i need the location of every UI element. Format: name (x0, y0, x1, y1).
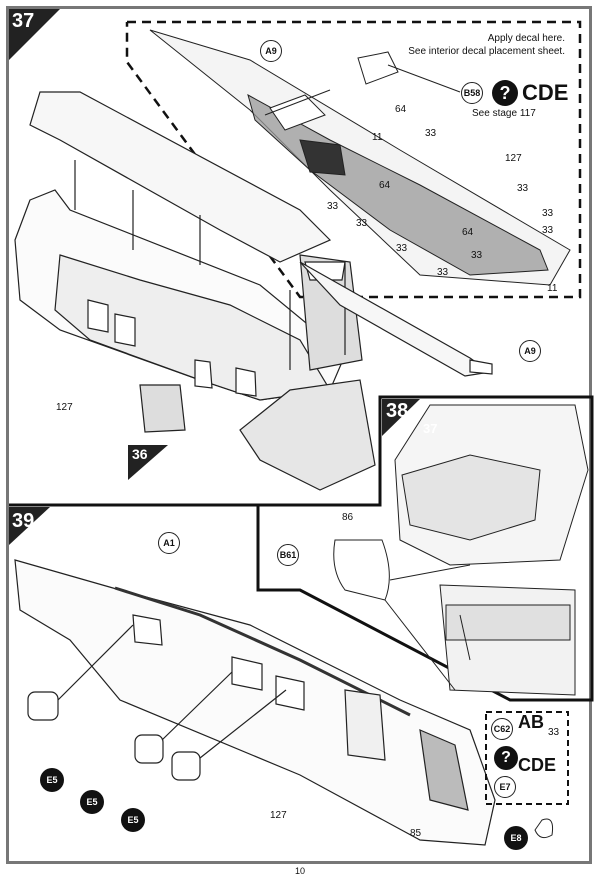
decal-note-line1: Apply decal here. (487, 33, 565, 44)
decal-127-a: 127 (505, 153, 522, 164)
decal-64-a: 64 (395, 104, 407, 115)
part-a1: A1 (158, 532, 180, 554)
question-icon-2: ? (494, 746, 518, 770)
floor-panel-drawing (149, 29, 571, 286)
paint-inset-border (485, 711, 569, 805)
decal-64-b: 64 (379, 180, 391, 191)
decal-11-a: 11 (372, 132, 383, 143)
decal-33-c: 33 (327, 201, 339, 212)
decal-127-c: 127 (270, 810, 287, 821)
step-37-header-bg (9, 9, 60, 60)
part-e7: E7 (494, 776, 516, 798)
part-e5-b: E5 (80, 790, 104, 814)
step-39-header-bg (9, 507, 50, 545)
decal-33-i: 33 (437, 267, 449, 278)
decal-33-h: 33 (471, 250, 483, 261)
decal-85: 85 (410, 828, 422, 839)
decal-127-b: 127 (56, 402, 73, 413)
question-icon: ? (492, 80, 518, 106)
step-37-ref: 37 (423, 421, 438, 436)
decal-33-d: 33 (542, 208, 554, 219)
decal-11-b: 11 (547, 283, 558, 294)
fuselage-step39-drawing (14, 559, 496, 846)
decal-33-b: 33 (517, 183, 529, 194)
paint-code-cde-2: CDE (518, 755, 557, 775)
paint-code-cde: CDE (522, 80, 569, 105)
part-c62: C62 (491, 718, 513, 740)
part-e5-a: E5 (40, 768, 64, 792)
decal-33-a: 33 (425, 128, 437, 139)
decal-64-c: 64 (462, 227, 474, 238)
step-37-number: 37 (12, 10, 35, 32)
step-38-number: 38 (386, 400, 409, 422)
decal-33-j: 33 (548, 727, 560, 738)
step-39-number: 39 (12, 510, 35, 532)
decal-86: 86 (342, 512, 354, 523)
step-38-border (256, 395, 594, 702)
decal-33-g: 33 (396, 243, 408, 254)
step-38-header-bg (382, 399, 420, 436)
page-number: 10 (294, 866, 305, 876)
part-a9-bottom: A9 (519, 340, 541, 362)
fuselage-step37-drawing (14, 91, 493, 491)
decal-33-e: 33 (356, 218, 368, 229)
part-e8: E8 (504, 826, 528, 850)
decal-inset-border (125, 20, 582, 299)
step-36-ref: 36 (132, 446, 148, 462)
decal-note-line2: See interior decal placement sheet. (408, 46, 565, 57)
part-b58: B58 (461, 82, 483, 104)
step-36-ref-bg (128, 445, 168, 480)
decal-note: Apply decal here. See interior decal pla… (380, 32, 565, 58)
part-e5-c: E5 (121, 808, 145, 832)
part-b61: B61 (277, 544, 299, 566)
cockpit-drawing (333, 404, 589, 696)
e8-part (534, 818, 553, 839)
paint-code-ab: AB (518, 712, 544, 732)
decal-33-f: 33 (542, 225, 554, 236)
part-a9-top: A9 (260, 40, 282, 62)
see-stage-note: See stage 117 (472, 108, 536, 119)
